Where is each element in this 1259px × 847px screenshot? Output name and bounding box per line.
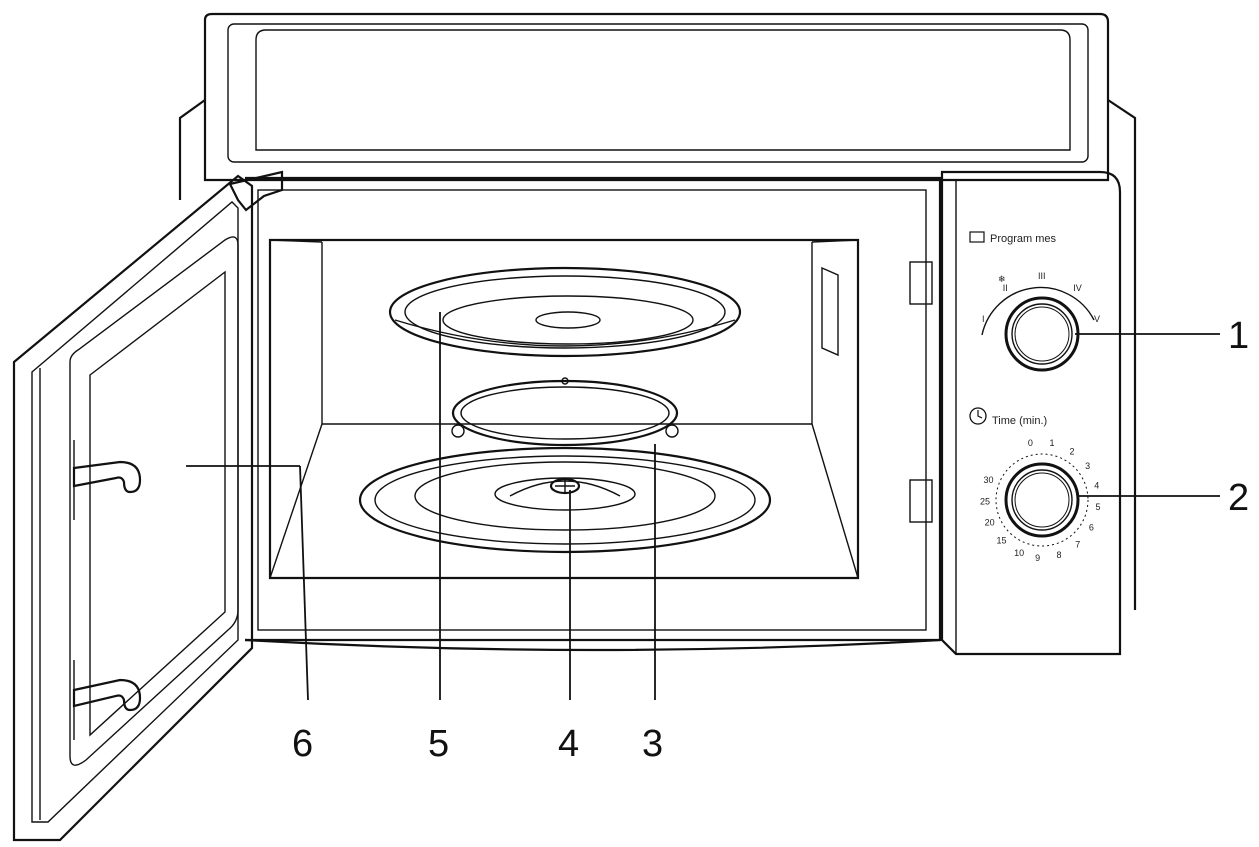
callout-leaders: [186, 312, 1220, 701]
power-mark: V: [1094, 314, 1100, 324]
turntable-shaft-coupler: [549, 477, 581, 495]
door-latch-slot-upper: [909, 261, 933, 305]
clock-icon: [969, 407, 987, 425]
roller-ring: [451, 377, 679, 447]
power-dial-label: Program mes: [990, 233, 1057, 245]
oven-cavity: [268, 238, 933, 580]
timer-mark: 1: [1050, 438, 1055, 448]
door-latch-hooks: [72, 440, 142, 740]
timer-mark: 4: [1094, 481, 1099, 491]
power-level-dial[interactable]: [981, 286, 1095, 372]
oven-door: [12, 170, 284, 842]
timer-mark: 30: [984, 475, 994, 485]
door-hinge: [228, 170, 284, 212]
timer-mark: 6: [1089, 523, 1094, 533]
timer-dial-label: Time (min.): [992, 415, 1047, 427]
power-mark: II: [1003, 283, 1008, 293]
timer-mark: 8: [1057, 550, 1062, 560]
power-level-icon: [969, 231, 985, 243]
turntable-support-floor: [358, 446, 772, 554]
cabinet-top: [178, 12, 1137, 610]
timer-mark: 15: [997, 536, 1007, 546]
timer-mark: 3: [1085, 461, 1090, 471]
timer-mark: 9: [1035, 553, 1040, 563]
timer-mark: 25: [980, 496, 990, 506]
timer-mark: 5: [1096, 502, 1101, 512]
waveguide-cover: [821, 266, 839, 357]
callout-2: 2: [1228, 477, 1249, 519]
power-mark: III: [1038, 271, 1046, 281]
timer-dial[interactable]: [995, 453, 1089, 547]
timer-mark: 7: [1075, 539, 1080, 549]
control-panel: Program mes Time (min.): [940, 170, 1122, 656]
leader-6b: [299, 465, 309, 701]
cavity-frame: [244, 176, 942, 652]
timer-mark: 0: [1028, 438, 1033, 448]
callout-3: 3: [642, 723, 663, 765]
callout-labels: 1 2 3 4 5 6: [292, 315, 1249, 765]
callout-1: 1: [1228, 315, 1249, 357]
power-mark: I: [982, 314, 985, 324]
callout-5: 5: [428, 723, 449, 765]
callout-6: 6: [292, 723, 313, 765]
defrost-icon: ❄: [998, 274, 1006, 284]
timer-mark: 10: [1014, 548, 1024, 558]
timer-mark: 20: [985, 518, 995, 528]
door-latch-slot-lower: [909, 479, 933, 523]
timer-mark: 2: [1070, 446, 1075, 456]
glass-turntable: [388, 266, 742, 358]
power-mark: IV: [1073, 283, 1082, 293]
callout-4: 4: [558, 723, 579, 765]
